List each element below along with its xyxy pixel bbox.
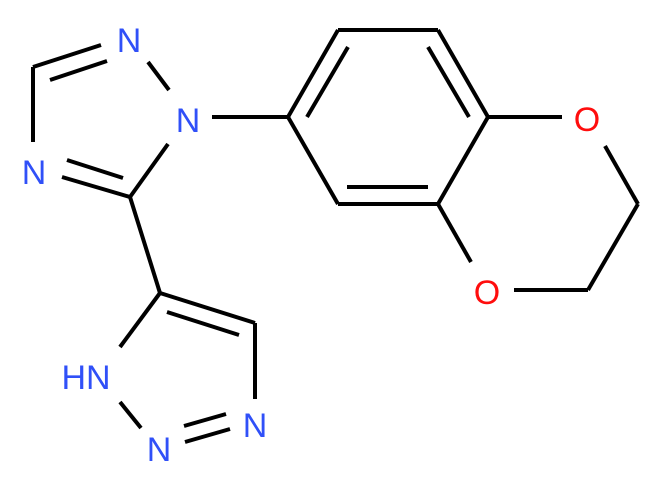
atom-o-dioxane-top: O [574, 101, 600, 139]
atom-labels: N N N O O HN N N [22, 22, 601, 469]
atom-o-dioxane-bottom: O [474, 274, 500, 312]
atom-n-triazole-2: N [147, 431, 172, 469]
atom-n-triazole-1: N [176, 102, 201, 140]
atom-n-triazole-top: N [117, 22, 142, 60]
atom-nh-triazole: HN [61, 359, 110, 397]
atom-n-triazole-3: N [243, 407, 268, 445]
atom-n-triazole-4: N [22, 154, 47, 192]
bonds [31, 28, 640, 444]
